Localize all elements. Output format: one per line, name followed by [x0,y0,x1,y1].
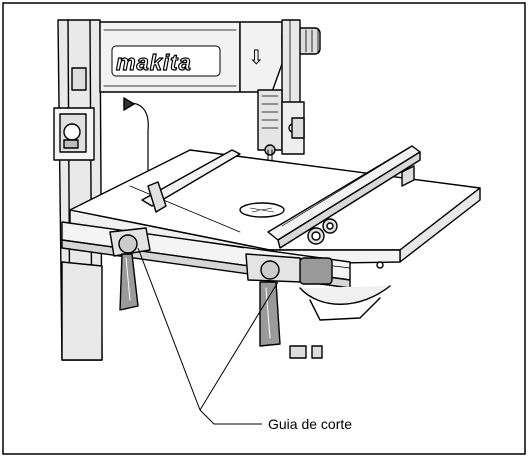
callout-label: Guia de corte [268,416,352,432]
right-clamp-handle [245,253,333,347]
down-arrow-icon: ⇩ [248,45,265,69]
table-trunnion [289,285,391,359]
switch-box [53,107,95,161]
left-fence-rail [141,149,241,213]
brand-label-text: makita [116,50,192,75]
left-clamp-handle [109,227,151,311]
brand-label: makita [111,45,221,77]
rip-fence [267,145,421,249]
callout-leader [137,247,279,425]
blade-guide-assembly [257,89,305,156]
lower-body [61,261,103,361]
column-plug [71,67,87,91]
